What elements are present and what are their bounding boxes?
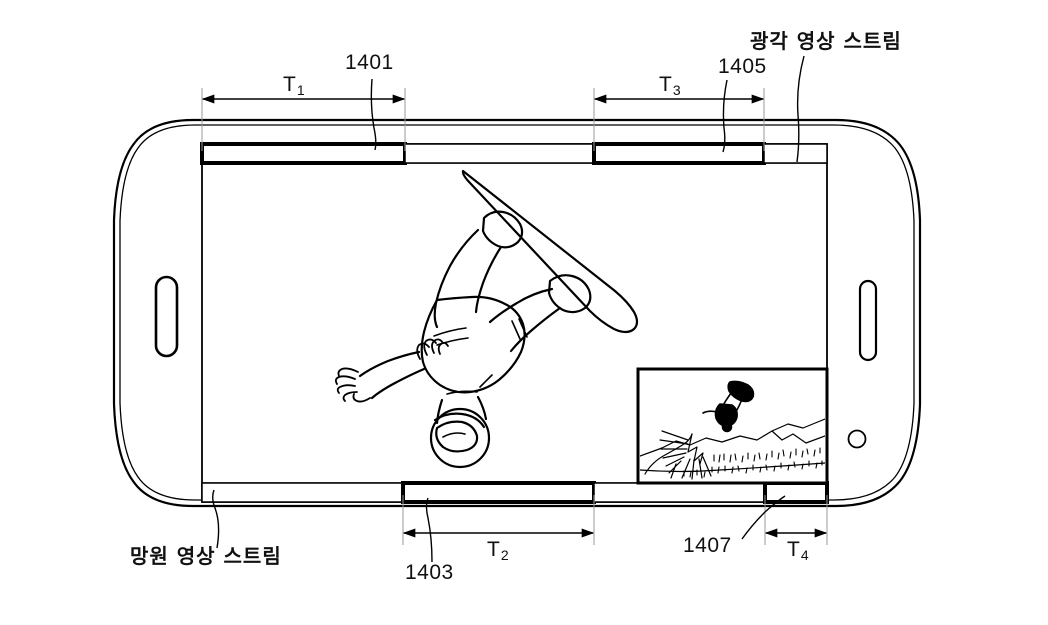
ref-label-1405: 1405 [718, 55, 767, 78]
front-leg-inner [509, 306, 562, 353]
grab-hand [416, 338, 449, 360]
leader-1401 [370, 78, 377, 151]
dim-label-T3-sub: 3 [672, 82, 681, 98]
spray-11 [702, 456, 712, 477]
dim-label-T1-base: T [283, 73, 296, 96]
phone-inner-bezel-line [119, 124, 915, 501]
stream-segment-bottom-gap-2[interactable] [593, 482, 766, 503]
dim-label-T3-base: T [659, 73, 672, 96]
stream-segment-top-gap-2[interactable] [763, 143, 828, 164]
pip-scene [640, 418, 825, 480]
rear-leg-outer [433, 228, 480, 329]
goggles-highlight [442, 432, 466, 438]
jacket-crease-1 [511, 320, 521, 340]
inset-board [727, 380, 755, 403]
inset-head [721, 421, 733, 433]
ref-label-1401: 1401 [345, 51, 394, 74]
leader-tele-stream [212, 489, 220, 549]
earpiece-slot-icon [154, 275, 179, 358]
stream-segment-bottom-gap-1[interactable] [201, 482, 404, 503]
stream-segment-1407[interactable] [763, 481, 829, 504]
foreground-snow [640, 462, 825, 473]
spray-10 [698, 458, 703, 479]
treeline-texture [683, 447, 823, 478]
dim-label-T1: T1 [283, 73, 305, 98]
dimension-T1 [201, 88, 406, 151]
spray-9 [691, 459, 695, 480]
leader-wide-stream [796, 55, 805, 163]
ref-label-1403: 1403 [405, 561, 454, 584]
tele-stream-label: 망원 영상 스트림 [130, 544, 282, 568]
collar-right [476, 395, 488, 421]
dim-label-T4: T4 [787, 538, 809, 563]
rear-leg-inner [474, 245, 503, 314]
head [429, 407, 491, 469]
hip-crease [479, 374, 493, 388]
collar-left [435, 398, 444, 425]
goggles-strap [433, 412, 486, 429]
leader-1405 [722, 79, 728, 153]
leader-lines [212, 55, 805, 563]
snowboarder-illustration-main [334, 169, 639, 469]
home-button[interactable] [858, 279, 878, 362]
front-camera-icon [847, 429, 867, 449]
snowboarder-illustration-inset [702, 380, 755, 433]
ref-label-1407: 1407 [683, 534, 732, 557]
jacket-fold-1 [433, 327, 467, 337]
rear-boot [481, 210, 524, 249]
front-leg-outer [488, 287, 554, 324]
torso [420, 295, 526, 394]
spray-1 [661, 430, 689, 441]
free-hand [334, 367, 371, 403]
snowboard [461, 169, 639, 334]
spray-2 [659, 439, 689, 445]
dimension-T2 [402, 495, 595, 545]
goggles-lens [435, 420, 479, 453]
dimension-T3 [593, 88, 765, 151]
jacket-crease-2 [518, 318, 528, 338]
waist-line [446, 390, 478, 395]
leader-1403 [425, 497, 433, 563]
wide-angle-stream-bar [200, 142, 828, 165]
stream-segment-1401[interactable] [200, 142, 407, 165]
phone-hardware [154, 275, 878, 449]
dim-label-T3: T3 [659, 73, 681, 98]
stream-segment-1405[interactable] [592, 142, 766, 165]
dimension-lines [201, 88, 828, 545]
dim-label-T2-base: T [487, 538, 500, 561]
dim-label-T2-sub: 2 [500, 547, 509, 563]
leader-1407 [741, 495, 786, 540]
stream-segment-1403[interactable] [401, 481, 596, 504]
dimension-T4 [764, 495, 828, 545]
spray-4 [662, 452, 687, 459]
wide-stream-label: 광각 영상 스트림 [750, 29, 902, 53]
telephoto-stream-bar [201, 481, 829, 504]
dim-label-T4-base: T [787, 538, 800, 561]
free-arm-lower [370, 367, 426, 400]
stream-segment-top-gap-1[interactable] [404, 143, 595, 164]
free-arm-upper [358, 350, 421, 378]
picture-in-picture-wide-view[interactable] [636, 367, 829, 485]
ridge-detail [771, 430, 825, 444]
dim-label-T4-sub: 4 [800, 547, 809, 563]
spray-5 [665, 456, 685, 467]
spray-8 [681, 458, 691, 479]
dim-label-T1-sub: 1 [296, 82, 305, 98]
dim-label-T2: T2 [487, 538, 509, 563]
inset-arm [702, 410, 718, 414]
snow-spray-top [687, 433, 704, 465]
